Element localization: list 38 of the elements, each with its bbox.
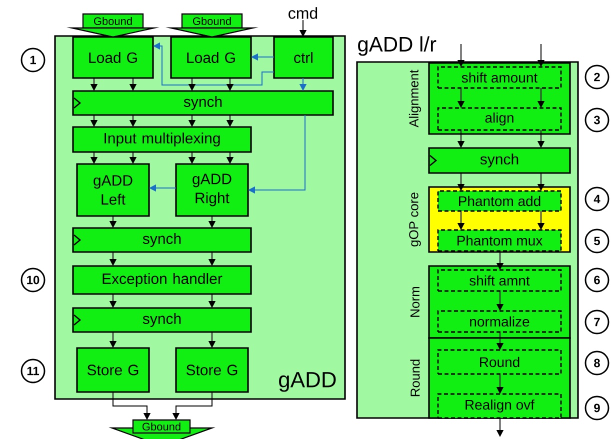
node-label: gOP core (409, 192, 421, 246)
callout-number: 6 (584, 268, 610, 292)
callout-number: 8 (584, 350, 610, 376)
substage-box: shift amount (437, 66, 562, 89)
process-box: Input multiplexing (72, 126, 252, 153)
callout-number: 2 (584, 64, 610, 90)
register-box: synch (428, 147, 571, 174)
substage-box: align (437, 107, 562, 131)
register-box: synch (72, 90, 334, 116)
callout-number: 5 (584, 228, 610, 254)
register-box: synch (72, 227, 252, 253)
substage-box: Round (437, 349, 562, 375)
bus-label: Gbound (181, 13, 243, 29)
substage-box: normalize (437, 310, 562, 333)
process-box: Exception handler (72, 265, 252, 295)
callout-number: 10 (20, 268, 46, 292)
callout-number: 9 (584, 396, 610, 420)
substage-box: shift amnt (437, 269, 562, 292)
node-label: Round (410, 360, 420, 396)
callout-number: 4 (584, 186, 610, 212)
callout-number: 7 (584, 310, 610, 334)
node-label: gADD l/r (358, 36, 436, 56)
node-label: Norm (410, 286, 420, 317)
process-box: Store G (175, 347, 249, 393)
input-label: cmd (288, 7, 318, 19)
substage-box: Realign ovf (437, 393, 562, 419)
process-box: ctrl (273, 36, 334, 79)
callout-number: 1 (20, 48, 46, 72)
process-box: gADD Left (76, 163, 150, 217)
callout-number: 11 (20, 358, 46, 384)
callout-number: 3 (584, 108, 610, 132)
register-box: synch (72, 307, 252, 333)
process-box: Store G (76, 347, 150, 393)
bus-label: Gbound (82, 13, 144, 29)
substage-box: Phantom mux (437, 229, 562, 252)
process-box: gADD Right (175, 163, 249, 217)
node-label: Alignment (408, 70, 422, 128)
substage-box: Phantom add (437, 190, 562, 212)
